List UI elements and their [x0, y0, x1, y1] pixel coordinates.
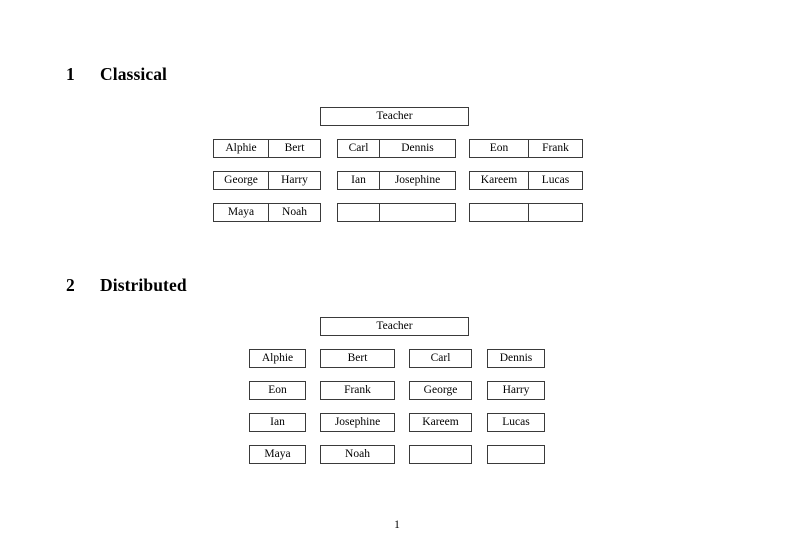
classical-group-2-row-2: [469, 203, 583, 222]
distributed-box: Kareem: [409, 413, 472, 432]
classical-cell: Frank: [529, 139, 583, 158]
distributed-box: George: [409, 381, 472, 400]
teacher-box-distributed: Teacher: [320, 317, 469, 336]
section-heading-classical: 1 Classical: [66, 64, 167, 85]
classical-cell: Kareem: [469, 171, 529, 190]
classical-cell: Josephine: [380, 171, 456, 190]
classical-cell: George: [213, 171, 269, 190]
classical-cell: Bert: [269, 139, 321, 158]
distributed-box-empty: [409, 445, 472, 464]
classical-cell: Carl: [337, 139, 380, 158]
classical-group-0-row-2: Maya Noah: [213, 203, 321, 222]
distributed-box: Eon: [249, 381, 306, 400]
classical-cell: Harry: [269, 171, 321, 190]
classical-group-1-row-1: Ian Josephine: [337, 171, 456, 190]
classical-cell: Ian: [337, 171, 380, 190]
classical-cell: Lucas: [529, 171, 583, 190]
distributed-box: Josephine: [320, 413, 395, 432]
distributed-box: Dennis: [487, 349, 545, 368]
section-heading-distributed: 2 Distributed: [66, 275, 187, 296]
page-number: 1: [394, 519, 400, 531]
classical-cell: Eon: [469, 139, 529, 158]
classical-cell: Dennis: [380, 139, 456, 158]
classical-group-0-row-0: Alphie Bert: [213, 139, 321, 158]
distributed-box: Harry: [487, 381, 545, 400]
distributed-box: Noah: [320, 445, 395, 464]
classical-group-0-row-1: George Harry: [213, 171, 321, 190]
classical-cell-empty: [529, 203, 583, 222]
distributed-box: Lucas: [487, 413, 545, 432]
distributed-box: Maya: [249, 445, 306, 464]
distributed-box: Carl: [409, 349, 472, 368]
distributed-box: Frank: [320, 381, 395, 400]
classical-group-2-row-1: Kareem Lucas: [469, 171, 583, 190]
classical-cell-empty: [337, 203, 380, 222]
classical-cell: Alphie: [213, 139, 269, 158]
section-number: 2: [66, 275, 75, 295]
distributed-box: Alphie: [249, 349, 306, 368]
classical-cell-empty: [380, 203, 456, 222]
section-title: Distributed: [100, 275, 187, 295]
classical-group-1-row-2: [337, 203, 456, 222]
distributed-box-empty: [487, 445, 545, 464]
distributed-box: Ian: [249, 413, 306, 432]
classical-group-1-row-0: Carl Dennis: [337, 139, 456, 158]
section-number: 1: [66, 64, 75, 84]
classical-cell: Noah: [269, 203, 321, 222]
classical-cell: Maya: [213, 203, 269, 222]
distributed-box: Bert: [320, 349, 395, 368]
section-title: Classical: [100, 64, 168, 84]
teacher-box-classical: Teacher: [320, 107, 469, 126]
classical-group-2-row-0: Eon Frank: [469, 139, 583, 158]
classical-cell-empty: [469, 203, 529, 222]
